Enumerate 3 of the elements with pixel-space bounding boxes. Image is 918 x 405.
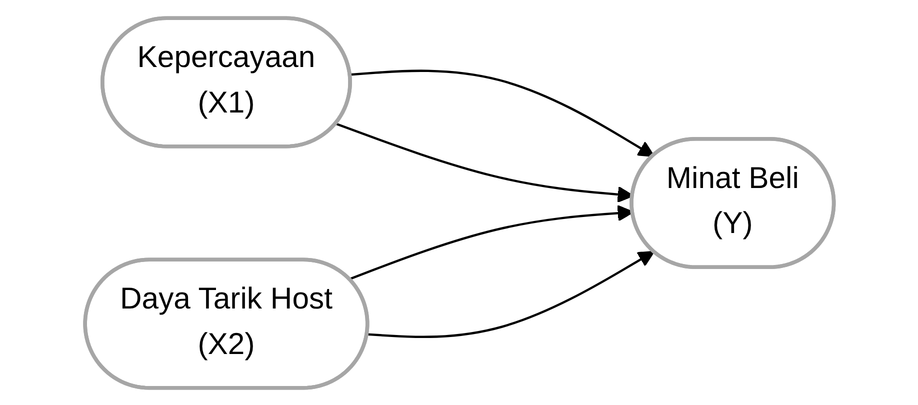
arrow	[367, 250, 654, 338]
flowchart-drawing: Kepercayaan (X1) Daya Tarik Host (X2) Minat Beli (Y)	[70, 2, 848, 402]
arrow	[350, 69, 654, 156]
